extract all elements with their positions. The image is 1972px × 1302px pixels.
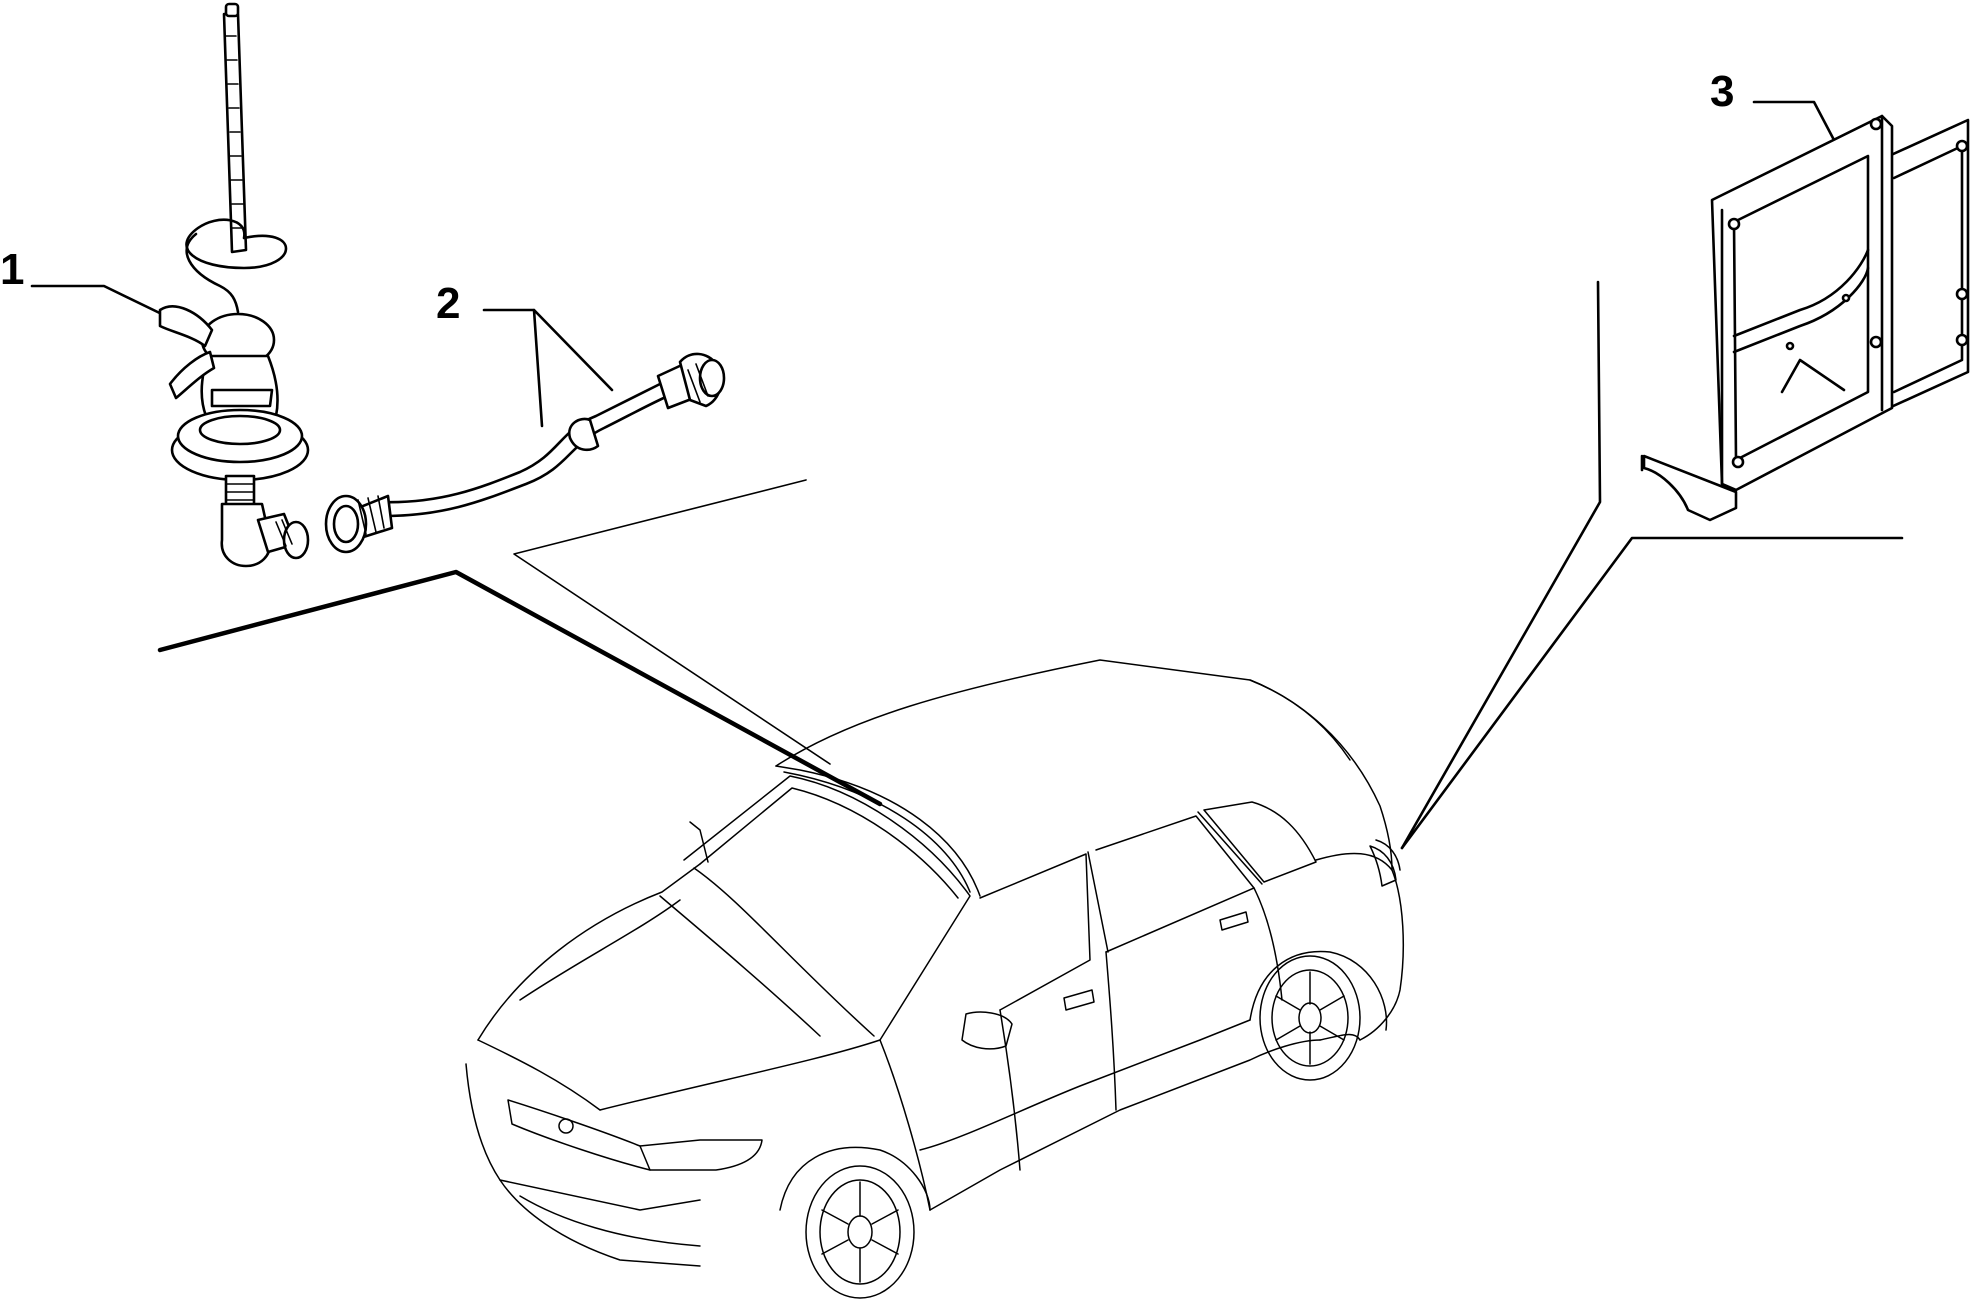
callout-1: 1 [0,245,24,294]
callout-3: 3 [1710,67,1734,116]
antenna-part [158,2,310,568]
car-outline [465,659,1405,1299]
mounting-bracket-part [1640,114,1970,522]
rear-reference-frame [1400,280,1904,850]
leader-3 [1752,100,1836,142]
antenna-cable-part [324,352,726,554]
callout-2: 2 [436,279,460,328]
roof-reference-frame [157,479,883,807]
leader-1 [30,284,172,320]
leader-2 [482,308,614,428]
